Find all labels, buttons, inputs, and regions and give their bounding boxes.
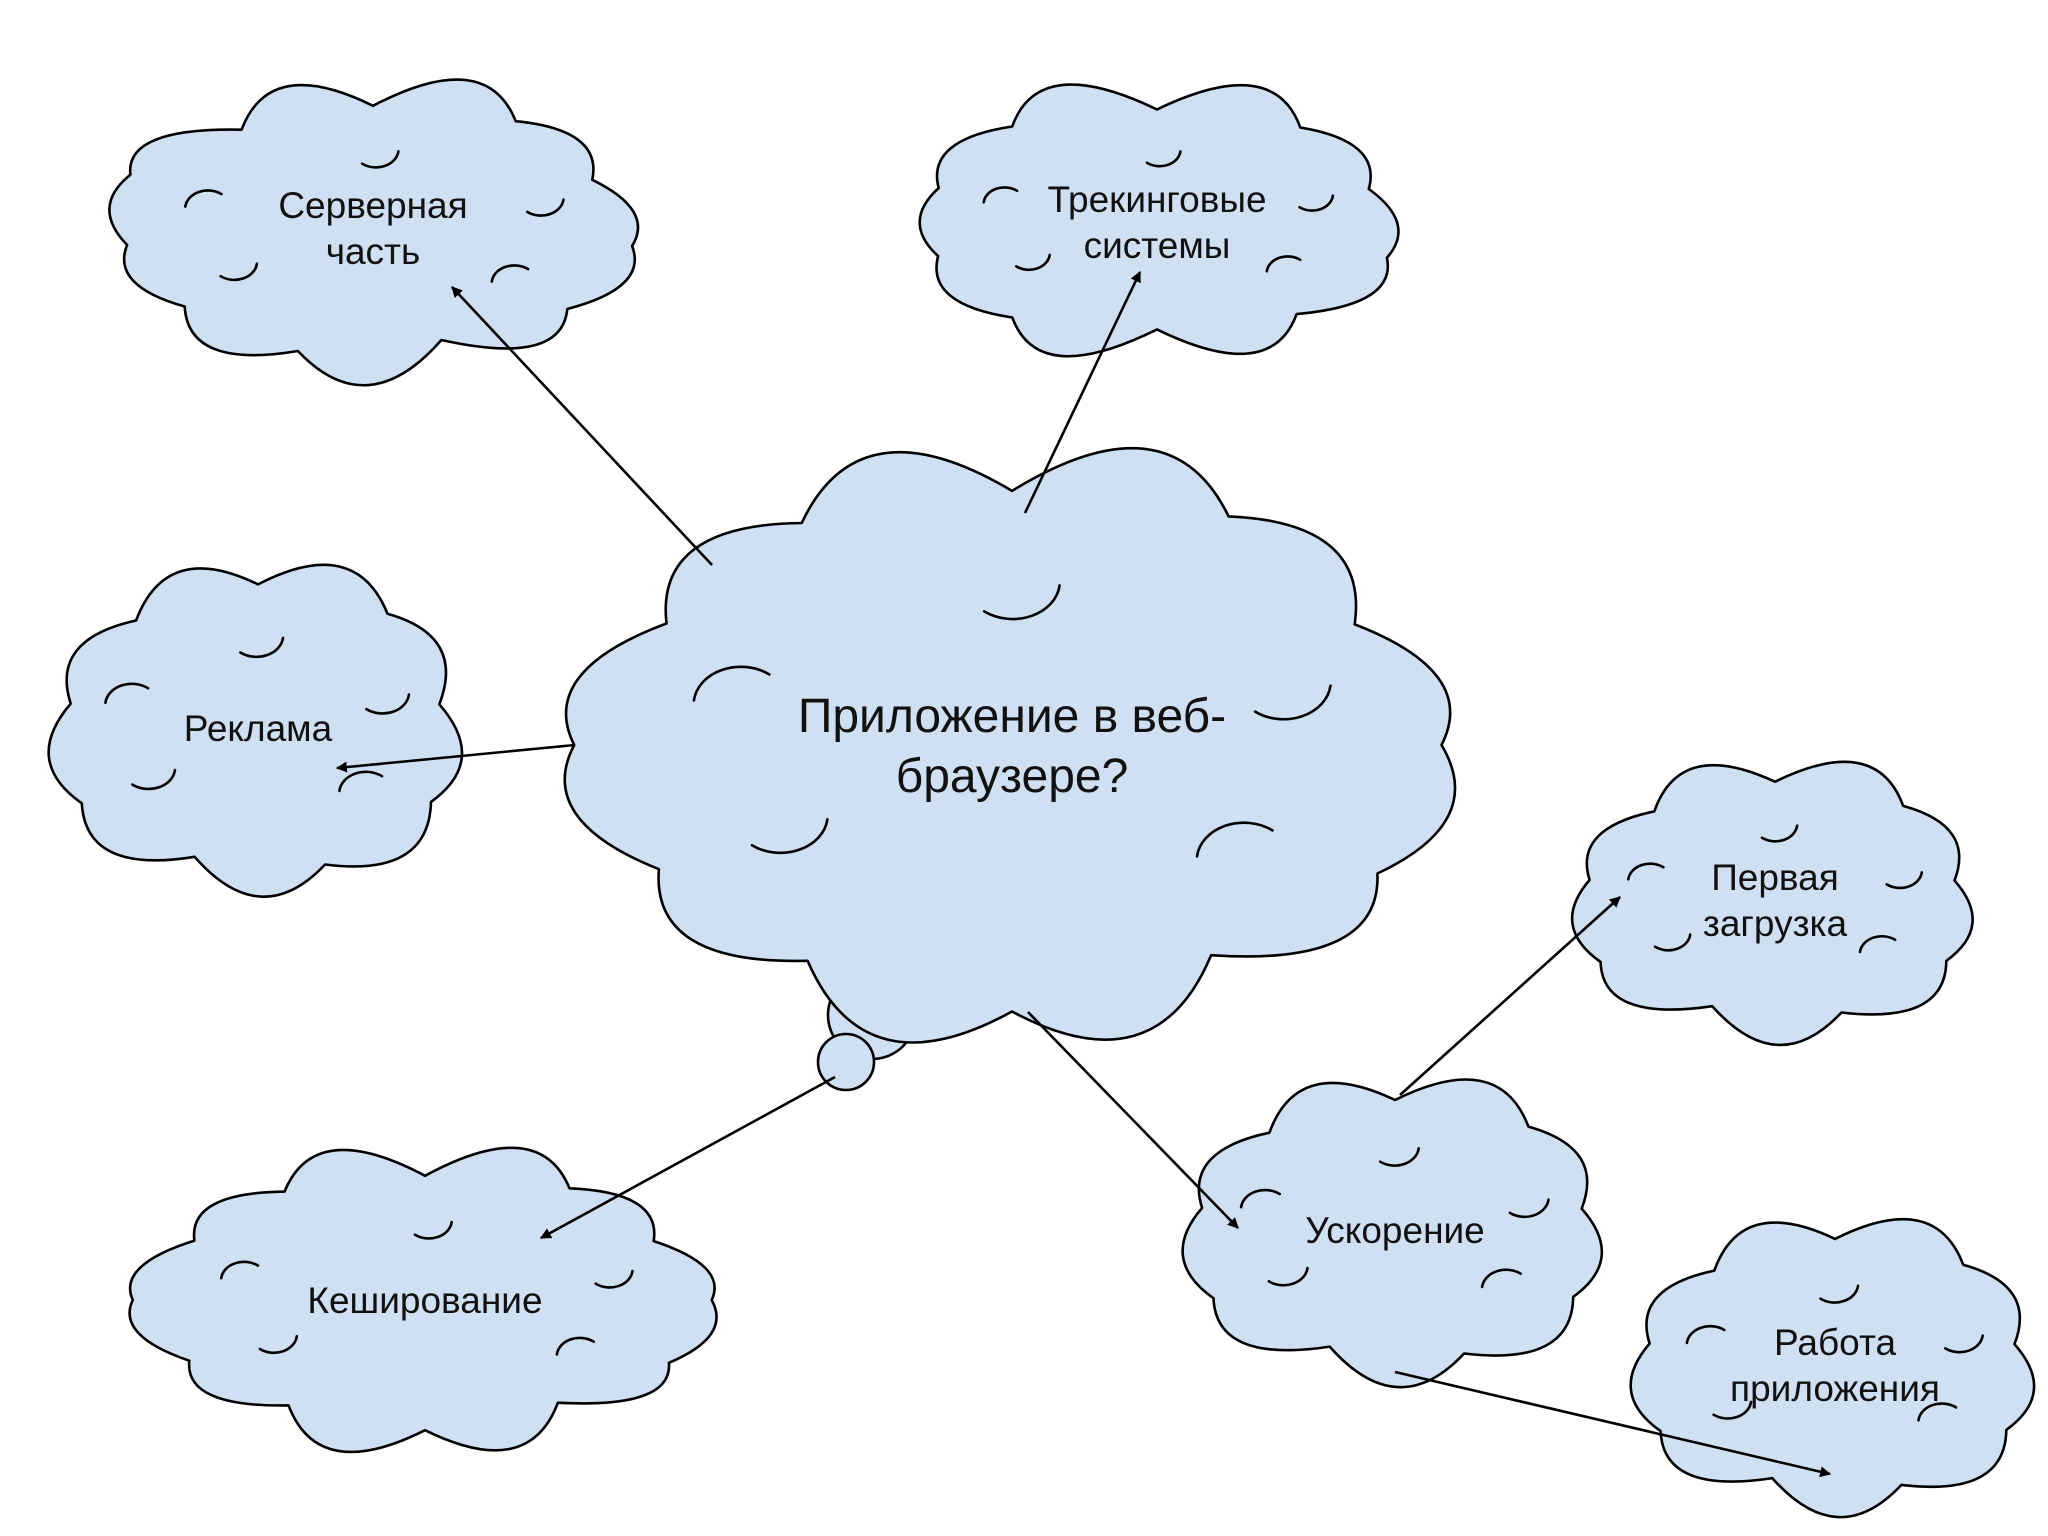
- cloud-tracking: Трекинговые системы: [918, 83, 1400, 358]
- cloud-shape-first-load: [1570, 760, 1974, 1047]
- node-label-server-line-2: часть: [326, 231, 421, 272]
- central-cloud: Приложение в веб-браузере?: [563, 447, 1457, 1044]
- cloud-detail-strokes: [692, 584, 1332, 858]
- cloud-detail-strokes: [982, 150, 1335, 273]
- cloud-detail-strokes: [219, 1220, 634, 1356]
- edge-central-to-ads: [335, 743, 576, 773]
- thought-bubble-small: [816, 1032, 876, 1092]
- edge-central-to-tracking: [1023, 271, 1142, 514]
- node-label-app-work-line-2: приложения: [1730, 1368, 1940, 1409]
- cloud-detail-strokes: [104, 636, 411, 793]
- cloud-shape-acceleration: [1181, 1078, 1604, 1389]
- node-label-tracking-line-1: Трекинговые: [1047, 179, 1266, 220]
- node-label-first-load-line-1: Первая: [1711, 857, 1839, 898]
- edge-central-to-caching: [540, 1075, 836, 1240]
- cloud-shape-caching: [128, 1146, 718, 1454]
- edge-acceleration-to-first-load: [1399, 896, 1621, 1096]
- edge-central-to-acceleration: [1027, 1011, 1239, 1229]
- cloud-server: Серверная часть: [108, 78, 640, 387]
- central-label-line-2: браузере?: [896, 750, 1129, 803]
- cloud-app-work: Работа приложения: [1629, 1217, 2036, 1519]
- cloud-first-load: Первая загрузка: [1570, 760, 1974, 1047]
- node-label-server-line-1: Серверная: [278, 185, 467, 226]
- cloud-detail-strokes: [1239, 1147, 1550, 1289]
- node-label-tracking-line-2: системы: [1084, 225, 1231, 266]
- cloud-ads: Реклама: [47, 563, 464, 898]
- central-cloud-shape: [563, 447, 1457, 1044]
- cloud-caching: Кеширование: [128, 1146, 718, 1454]
- edge-central-to-server: [451, 286, 713, 566]
- node-label-ads-line-1: Реклама: [184, 708, 333, 749]
- node-label-first-load-line-2: загрузка: [1703, 903, 1848, 944]
- cloud-shape-app-work: [1629, 1217, 2036, 1519]
- node-label-caching-line-1: Кеширование: [307, 1280, 542, 1321]
- cloud-detail-strokes: [1627, 824, 1924, 954]
- node-label-app-work-line-1: Работа: [1774, 1322, 1897, 1363]
- node-label-acceleration-line-1: Ускорение: [1305, 1210, 1485, 1251]
- cloud-shape-ads: [47, 563, 464, 898]
- cloud-detail-strokes: [184, 150, 565, 283]
- cloud-shape-server: [108, 78, 640, 387]
- central-label-line-1: Приложение в веб-: [798, 690, 1226, 743]
- cloud-acceleration: Ускорение: [1181, 1078, 1604, 1389]
- cloud-detail-strokes: [1685, 1284, 1984, 1422]
- connectors: [335, 271, 1832, 1478]
- edge-acceleration-to-app-work: [1394, 1370, 1832, 1478]
- cloud-shape-tracking: [918, 83, 1400, 358]
